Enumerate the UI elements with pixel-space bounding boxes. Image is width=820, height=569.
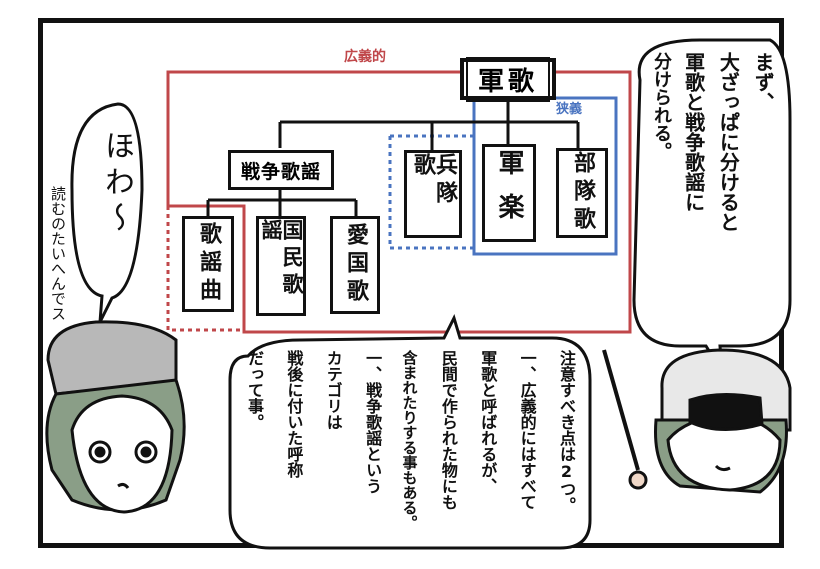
bottom-bubble-line-8: 戦後に付いた呼称 bbox=[284, 350, 304, 478]
root-node: 軍歌 bbox=[460, 56, 556, 102]
butai-node: 部隊歌 bbox=[556, 148, 608, 238]
gungaku-label: 軍楽 bbox=[494, 149, 524, 237]
left-bubble-text: ほわ〜 bbox=[99, 130, 134, 238]
right-character bbox=[602, 348, 792, 494]
aikoku-node: 愛国歌 bbox=[330, 216, 380, 314]
heitai-label: 兵隊歌 bbox=[410, 153, 457, 209]
bottom-bubble-text: 注意すべき点は2つ。 一、広義的にはすべて 軍歌と呼ばれるが、 民間で作られた物… bbox=[242, 350, 578, 542]
left-character bbox=[45, 320, 186, 514]
broad-label: 広義的 bbox=[344, 49, 386, 65]
bottom-bubble-line-5: 含まれたりする事もある。 bbox=[400, 350, 419, 530]
aikoku-label: 愛国歌 bbox=[343, 223, 368, 307]
root-label: 軍歌 bbox=[465, 56, 550, 102]
right-bubble-line-4: 分けられる。 bbox=[651, 52, 672, 160]
right-bubble-shape bbox=[632, 38, 792, 373]
right-bubble-line-1: まず、 bbox=[750, 52, 775, 112]
kokumin-label: 国民歌謡 bbox=[259, 219, 304, 300]
kayou-node: 歌謡曲 bbox=[182, 216, 234, 312]
narrow-region-outline bbox=[472, 96, 618, 256]
bottom-bubble-line-1: 注意すべき点は2つ。 bbox=[557, 350, 576, 513]
kokumin-node: 国民歌謡 bbox=[256, 216, 306, 316]
bottom-bubble-line-3: 軍歌と呼ばれるが、 bbox=[478, 350, 498, 494]
bottom-bubble-line-4: 民間で作られた物にも bbox=[438, 350, 458, 510]
kayou-dotted-outline bbox=[166, 204, 244, 332]
bottom-bubble-line-9: だって事。 bbox=[245, 350, 264, 430]
right-bubble-line-3: 軍歌と戦争歌謡に bbox=[681, 52, 706, 212]
butai-label: 部隊歌 bbox=[570, 151, 595, 235]
right-bubble-text: まず、 大ざっぱに分けると 軍歌と戦争歌謡に 分けられる。 bbox=[648, 52, 778, 338]
narrow-label: 狭義 bbox=[556, 102, 583, 117]
heitai-node: 兵隊歌 bbox=[404, 150, 462, 238]
gungaku-node: 軍楽 bbox=[482, 144, 536, 242]
kayou-label: 歌謡曲 bbox=[196, 222, 221, 306]
right-bubble-line-2: 大ざっぱに分けると bbox=[716, 52, 741, 232]
war-song-label: 戦争歌謡 bbox=[240, 160, 321, 183]
bottom-bubble-line-2: 一、広義的にはすべて bbox=[517, 350, 537, 510]
war-song-node: 戦争歌謡 bbox=[228, 150, 334, 190]
bottom-bubble-shape bbox=[228, 313, 592, 550]
bottom-bubble-line-7: カテゴリは bbox=[323, 350, 343, 430]
side-note: 読むのたいへんでス bbox=[49, 186, 67, 321]
bottom-bubble-line-6: 一、戦争歌謡という bbox=[363, 350, 383, 494]
